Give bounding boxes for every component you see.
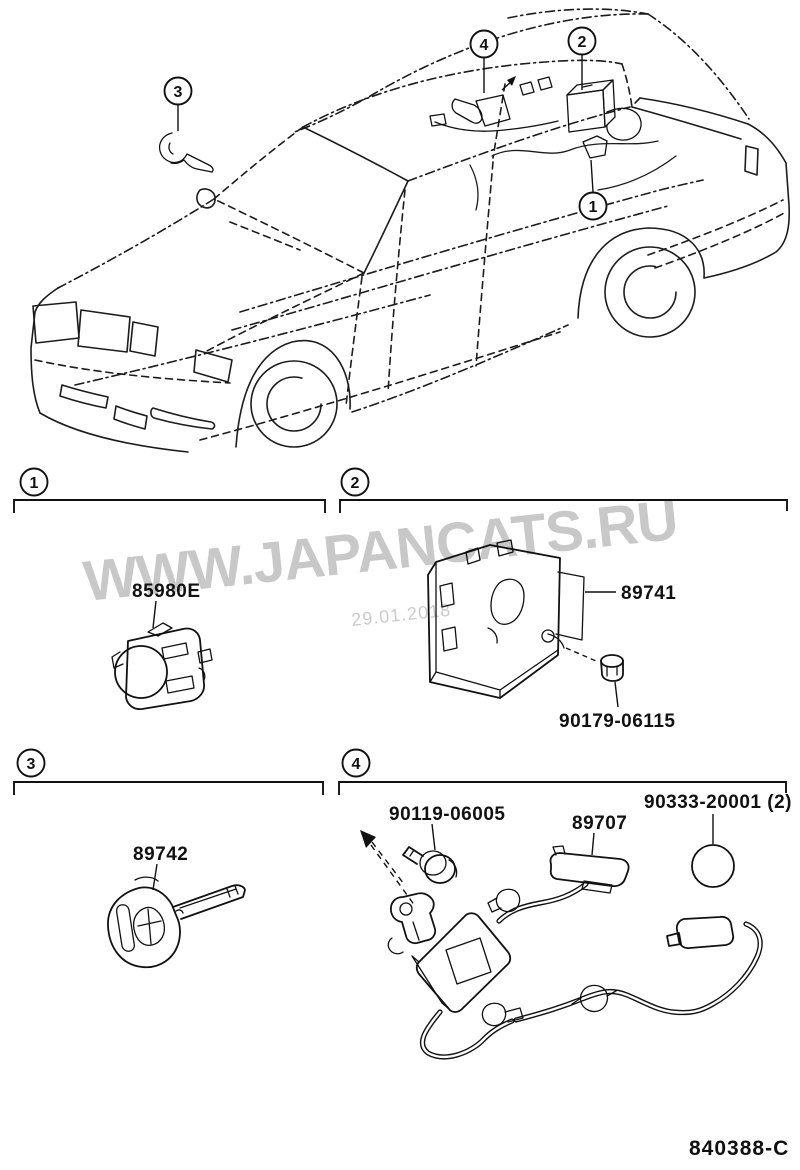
car-illustration — [30, 8, 791, 453]
section-4-bracket — [338, 781, 787, 795]
grommet-drawing — [691, 844, 735, 888]
part-label-89742: 89742 — [133, 844, 188, 865]
part-label-89741: 89741 — [621, 583, 676, 604]
section-1-header: 1 — [13, 467, 326, 513]
section-2-number: 2 — [351, 475, 360, 492]
callout-3-car: 3 — [163, 76, 193, 131]
module-drawing — [427, 539, 585, 699]
section-2-part-module: 89741 90179-06115 — [427, 539, 676, 732]
section-4-number: 4 — [352, 756, 361, 773]
receiver-drawing — [111, 622, 213, 710]
car-key — [158, 132, 214, 173]
antenna-cord-drawing — [419, 881, 763, 1060]
bolt-drawing — [402, 846, 458, 884]
doc-number: 840388-C — [689, 1137, 789, 1160]
lock-bracket-drawing — [387, 892, 437, 955]
bolt-locating-arrow — [360, 830, 416, 907]
section-1-part-receiver: 85980E — [111, 581, 213, 710]
part-label-85980E: 85980E — [132, 581, 201, 602]
section-1-number: 1 — [30, 475, 39, 492]
section-2-bracket — [339, 499, 788, 513]
watermark-date: 29.01.2018 — [350, 600, 452, 630]
section-3-number: 3 — [27, 756, 36, 773]
section-4-header: 4 — [338, 748, 787, 795]
nut-drawing — [565, 647, 624, 682]
cord-clamp-3 — [571, 984, 617, 1013]
callout-4-car: 4 — [469, 29, 499, 93]
car-receiver — [582, 135, 608, 159]
part-label-89707: 89707 — [572, 813, 627, 834]
car-harness — [429, 107, 642, 141]
section-3-part-key: 89742 — [107, 844, 246, 969]
antenna-connector-drawing — [549, 845, 630, 894]
callout-2-number: 2 — [578, 34, 587, 51]
cord-clamp-2 — [481, 1002, 524, 1027]
section-3-header: 3 — [13, 748, 324, 795]
callout-2-car: 2 — [567, 26, 597, 90]
callout-1-car: 1 — [578, 159, 608, 221]
callout-1-number: 1 — [589, 199, 598, 216]
amplifier-drawing — [411, 912, 512, 1013]
section-3-bracket — [13, 781, 324, 795]
cord-end-connector — [666, 915, 735, 950]
cord-clamp-1 — [487, 888, 521, 913]
section-1-bracket — [13, 499, 326, 513]
part-label-90119-06005: 90119-06005 — [389, 804, 505, 825]
callout-3-number: 3 — [174, 84, 183, 101]
callout-4-number: 4 — [480, 37, 489, 54]
section-4-part-antenna: 90119-06005 89707 90333-20001 (2) — [360, 792, 792, 1060]
key-drawing — [107, 876, 246, 969]
part-label-90179-06115: 90179-06115 — [559, 711, 675, 732]
part-label-90333-20001: 90333-20001 (2) — [644, 792, 792, 813]
section-2-header: 2 — [339, 467, 788, 513]
car-module — [566, 79, 616, 133]
car-antenna-assembly — [451, 76, 553, 127]
